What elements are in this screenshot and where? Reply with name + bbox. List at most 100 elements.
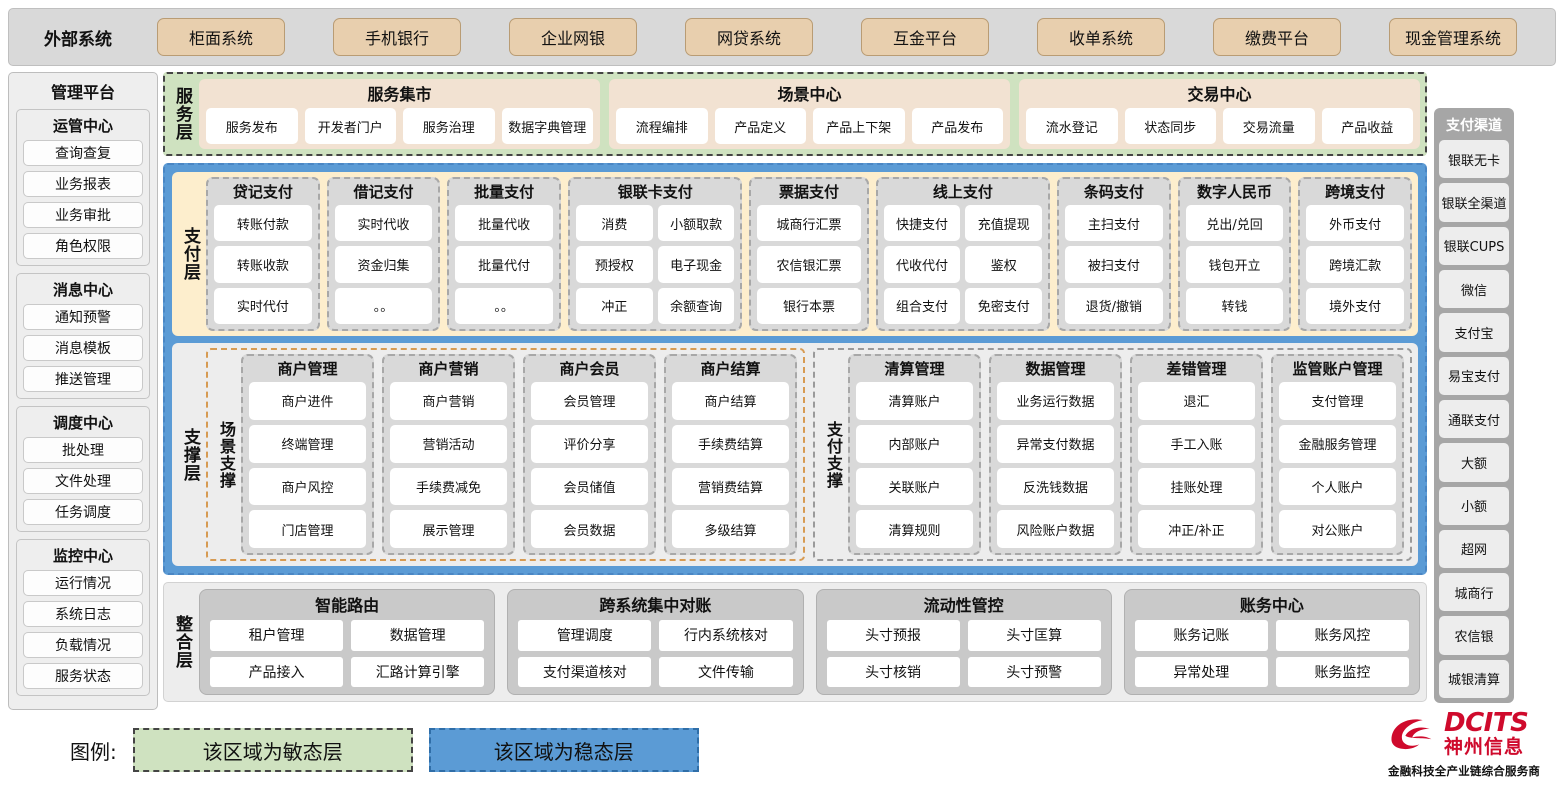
channel-item[interactable]: 小额 [1439,486,1509,525]
support-chip[interactable]: 会员管理 [531,382,648,420]
management-item[interactable]: 负载情况 [23,632,143,658]
service-chip[interactable]: 服务发布 [206,108,298,144]
payment-chip[interactable]: 。。 [334,287,433,324]
payment-chip[interactable]: 被扫支付 [1065,246,1163,283]
support-chip[interactable]: 展示管理 [390,510,507,548]
integration-chip[interactable]: 头寸匡算 [967,620,1101,651]
integration-chip[interactable]: 管理调度 [518,620,652,651]
support-chip[interactable]: 评价分享 [531,424,648,463]
support-chip[interactable]: 个人账户 [1279,467,1396,506]
channel-item[interactable]: 易宝支付 [1439,356,1509,395]
support-chip[interactable]: 手工入账 [1138,424,1255,463]
channel-item[interactable]: 大额 [1439,443,1509,482]
service-chip[interactable]: 流水登记 [1026,108,1118,144]
payment-chip[interactable]: 境外支付 [1306,287,1405,324]
service-chip[interactable]: 服务治理 [403,108,495,144]
support-chip[interactable]: 商户营销 [390,382,507,420]
external-system-chip[interactable]: 柜面系统 [157,18,285,56]
payment-chip[interactable]: 代收代付 [883,246,961,283]
payment-chip[interactable]: 。。 [455,287,553,324]
integration-chip[interactable]: 支付渠道核对 [518,656,652,687]
support-chip[interactable]: 挂账处理 [1138,467,1255,506]
payment-chip[interactable]: 充值提现 [965,205,1043,242]
support-chip[interactable]: 商户风控 [249,467,366,506]
payment-chip[interactable]: 预授权 [575,246,653,283]
payment-chip[interactable]: 实时代付 [214,287,312,324]
support-chip[interactable]: 退汇 [1138,382,1255,420]
service-chip[interactable]: 产品定义 [714,108,806,144]
service-chip[interactable]: 产品收益 [1321,108,1413,144]
support-chip[interactable]: 手续费结算 [672,424,789,463]
integration-chip[interactable]: 行内系统核对 [659,620,793,651]
external-system-chip[interactable]: 互金平台 [861,18,989,56]
payment-chip[interactable]: 小额取款 [657,205,735,242]
support-chip[interactable]: 冲正/补正 [1138,510,1255,548]
management-item[interactable]: 业务审批 [23,202,143,228]
management-item[interactable]: 系统日志 [23,601,143,627]
management-item[interactable]: 服务状态 [23,663,143,689]
payment-chip[interactable]: 主扫支付 [1065,205,1163,242]
payment-chip[interactable]: 快捷支付 [883,205,961,242]
integration-chip[interactable]: 头寸预报 [826,620,960,651]
payment-chip[interactable]: 城商行汇票 [757,205,861,242]
external-system-chip[interactable]: 企业网银 [509,18,637,56]
payment-chip[interactable]: 资金归集 [334,246,433,283]
payment-chip[interactable]: 外币支付 [1306,205,1405,242]
channel-item[interactable]: 微信 [1439,269,1509,309]
integration-chip[interactable]: 文件传输 [659,656,793,687]
payment-chip[interactable]: 免密支付 [965,287,1043,324]
management-item[interactable]: 查询查复 [23,140,143,166]
payment-chip[interactable]: 退货/撤销 [1065,287,1163,324]
support-chip[interactable]: 会员储值 [531,467,648,506]
support-chip[interactable]: 营销活动 [390,424,507,463]
channel-item[interactable]: 农信银 [1439,616,1509,655]
payment-chip[interactable]: 电子现金 [657,246,735,283]
integration-chip[interactable]: 产品接入 [210,656,344,687]
management-item[interactable]: 文件处理 [23,468,143,494]
support-chip[interactable]: 金融服务管理 [1279,424,1396,463]
service-chip[interactable]: 流程编排 [616,108,708,144]
external-system-chip[interactable]: 现金管理系统 [1389,18,1517,56]
support-chip[interactable]: 终端管理 [249,424,366,463]
integration-chip[interactable]: 账务监控 [1275,656,1409,687]
management-item[interactable]: 批处理 [23,437,143,463]
service-chip[interactable]: 状态同步 [1124,108,1216,144]
service-chip[interactable]: 交易流量 [1223,108,1315,144]
support-chip[interactable]: 异常支付数据 [997,424,1114,463]
payment-chip[interactable]: 转钱 [1185,287,1284,324]
integration-chip[interactable]: 账务风控 [1275,620,1409,651]
integration-chip[interactable]: 数据管理 [351,620,485,651]
support-chip[interactable]: 手续费减免 [390,467,507,506]
integration-chip[interactable]: 异常处理 [1134,656,1268,687]
payment-chip[interactable]: 兑出/兑回 [1185,205,1284,242]
payment-chip[interactable]: 消费 [575,205,653,242]
service-chip[interactable]: 产品发布 [911,108,1003,144]
management-item[interactable]: 运行情况 [23,570,143,596]
service-chip[interactable]: 开发者门户 [304,108,396,144]
management-item[interactable]: 业务报表 [23,171,143,197]
channel-item[interactable]: 城商行 [1439,573,1509,612]
external-system-chip[interactable]: 网贷系统 [685,18,813,56]
payment-chip[interactable]: 组合支付 [883,287,961,324]
management-item[interactable]: 消息模板 [23,335,143,361]
service-chip[interactable]: 数据字典管理 [501,108,593,144]
management-item[interactable]: 推送管理 [23,366,143,392]
channel-item[interactable]: 支付宝 [1439,313,1509,352]
support-chip[interactable]: 清算规则 [856,510,973,548]
support-chip[interactable]: 多级结算 [672,510,789,548]
support-chip[interactable]: 支付管理 [1279,382,1396,420]
management-item[interactable]: 任务调度 [23,499,143,525]
payment-chip[interactable]: 跨境汇款 [1306,246,1405,283]
payment-chip[interactable]: 农信银汇票 [757,246,861,283]
integration-chip[interactable]: 租户管理 [210,620,344,651]
support-chip[interactable]: 关联账户 [856,467,973,506]
management-item[interactable]: 通知预警 [23,304,143,330]
payment-chip[interactable]: 批量代付 [455,246,553,283]
integration-chip[interactable]: 头寸核销 [826,656,960,687]
payment-chip[interactable]: 鉴权 [965,246,1043,283]
channel-item[interactable]: 超网 [1439,529,1509,569]
payment-chip[interactable]: 钱包开立 [1185,246,1284,283]
payment-chip[interactable]: 实时代收 [334,205,433,242]
external-system-chip[interactable]: 手机银行 [333,18,461,56]
support-chip[interactable]: 业务运行数据 [997,382,1114,420]
